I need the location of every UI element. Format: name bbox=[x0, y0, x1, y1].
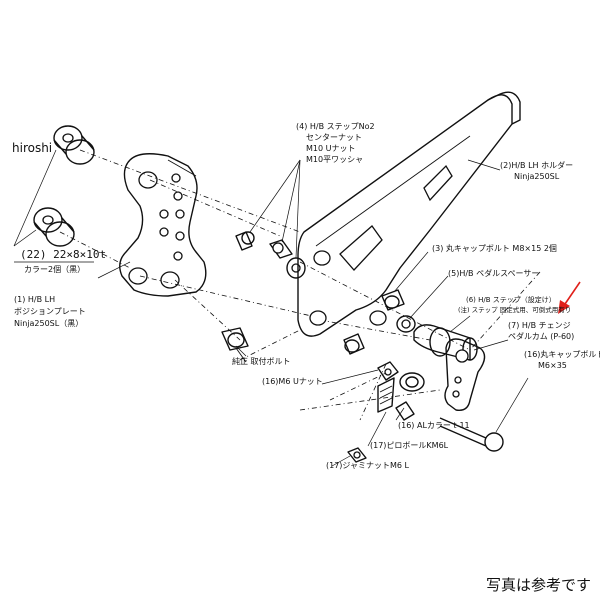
label-holder: (2)H/B LH ホルダー Ninja250SL bbox=[500, 160, 573, 181]
label-collar: (22) 22×8×10t カラー2個（黒） bbox=[14, 248, 106, 274]
svg-text:(16)M6 Uナット: (16)M6 Uナット bbox=[262, 377, 323, 386]
svg-text:センターナット: センターナット bbox=[306, 133, 362, 142]
genuine-bolt bbox=[221, 327, 249, 363]
step-bolt-parts bbox=[235, 159, 306, 279]
label-m6-unut: (16)M6 Uナット bbox=[262, 377, 323, 386]
svg-text:カラー2個（黒）: カラー2個（黒） bbox=[24, 264, 85, 274]
label-al-collar: (16) ALカラー t-11 bbox=[398, 421, 470, 430]
label-cap-bolt-m8: (3) 丸キャップボルト M8×15 2個 bbox=[432, 243, 557, 253]
collar-parts bbox=[13, 125, 95, 247]
svg-text:(3) 丸キャップボルト M8×15 2個: (3) 丸キャップボルト M8×15 2個 bbox=[432, 243, 557, 253]
cap-bolt-m8 bbox=[343, 251, 429, 355]
svg-text:ボジションプレート: ボジションプレート bbox=[14, 307, 86, 316]
svg-text:(1) H/B LH: (1) H/B LH bbox=[14, 295, 55, 304]
caption-text: 写真は参考です bbox=[486, 576, 591, 594]
label-step-note: (6) H/B ステップ（設定け） (注) ステップ 固定式用、可倒式用有り bbox=[458, 295, 571, 314]
pedal-spacer bbox=[396, 275, 449, 333]
svg-text:(17)ピロボールKM6L: (17)ピロボールKM6L bbox=[370, 441, 449, 450]
svg-text:(4) H/B ステップNo2: (4) H/B ステップNo2 bbox=[296, 122, 375, 131]
highlight-arrow-icon bbox=[558, 281, 581, 314]
svg-text:(2)H/B LH ホルダー: (2)H/B LH ホルダー bbox=[500, 160, 573, 170]
svg-text:ペダルカム (P-60): ペダルカム (P-60) bbox=[508, 331, 574, 341]
svg-text:M10平ワッシャ: M10平ワッシャ bbox=[306, 155, 363, 164]
svg-text:(17)ジャミナットM6 L: (17)ジャミナットM6 L bbox=[326, 461, 410, 470]
svg-text:(16) ALカラー t-11: (16) ALカラー t-11 bbox=[398, 421, 470, 430]
svg-text:(16)丸キャップボルト: (16)丸キャップボルト bbox=[524, 349, 600, 359]
label-genuine-bolt: 純正 取付ボルト bbox=[232, 356, 291, 366]
svg-text:(6) H/B ステップ（設定け）: (6) H/B ステップ（設定け） bbox=[466, 295, 556, 304]
position-plate bbox=[97, 153, 207, 297]
svg-text:Ninja250SL: Ninja250SL bbox=[514, 172, 560, 181]
svg-text:(7) H/B チェンジ: (7) H/B チェンジ bbox=[508, 321, 571, 330]
label-step-parts: (4) H/B ステップNo2 センターナット M10 Uナット M10平ワッシ… bbox=[296, 122, 375, 164]
jam-nut bbox=[331, 447, 367, 467]
svg-text:Ninja250SL（黒）: Ninja250SL（黒） bbox=[14, 319, 83, 328]
holder-bracket bbox=[297, 91, 521, 337]
label-change-pedal: (7) H/B チェンジ ペダルカム (P-60) bbox=[508, 321, 574, 341]
svg-text:(22) 22×8×10t: (22) 22×8×10t bbox=[20, 248, 106, 261]
svg-text:(5)H/B ペダルスペーサー: (5)H/B ペダルスペーサー bbox=[448, 268, 539, 278]
label-pillow-ball: (17)ピロボールKM6L bbox=[370, 441, 449, 450]
svg-text:M6×35: M6×35 bbox=[538, 361, 567, 370]
m6-unut bbox=[321, 361, 399, 385]
cap-bolt-m6 bbox=[439, 377, 529, 452]
label-cap-bolt-m6: (16)丸キャップボルト M6×35 bbox=[524, 349, 600, 370]
label-pedal-spacer: (5)H/B ペダルスペーサー bbox=[448, 268, 539, 278]
pillow-ball bbox=[367, 372, 425, 447]
center-lines bbox=[59, 149, 541, 421]
svg-text:M10 Uナット: M10 Uナット bbox=[306, 144, 355, 153]
label-jam-nut: (17)ジャミナットM6 L bbox=[326, 461, 410, 470]
change-pedal-cam bbox=[444, 338, 509, 411]
label-position-plate: (1) H/B LH ボジションプレート Ninja250SL（黒） bbox=[14, 295, 86, 328]
svg-text:(注) ステップ 固定式用、可倒式用有り: (注) ステップ 固定式用、可倒式用有り bbox=[458, 305, 571, 314]
svg-text:純正 取付ボルト: 純正 取付ボルト bbox=[232, 356, 291, 366]
watermark-text: hiroshi bbox=[12, 141, 52, 155]
